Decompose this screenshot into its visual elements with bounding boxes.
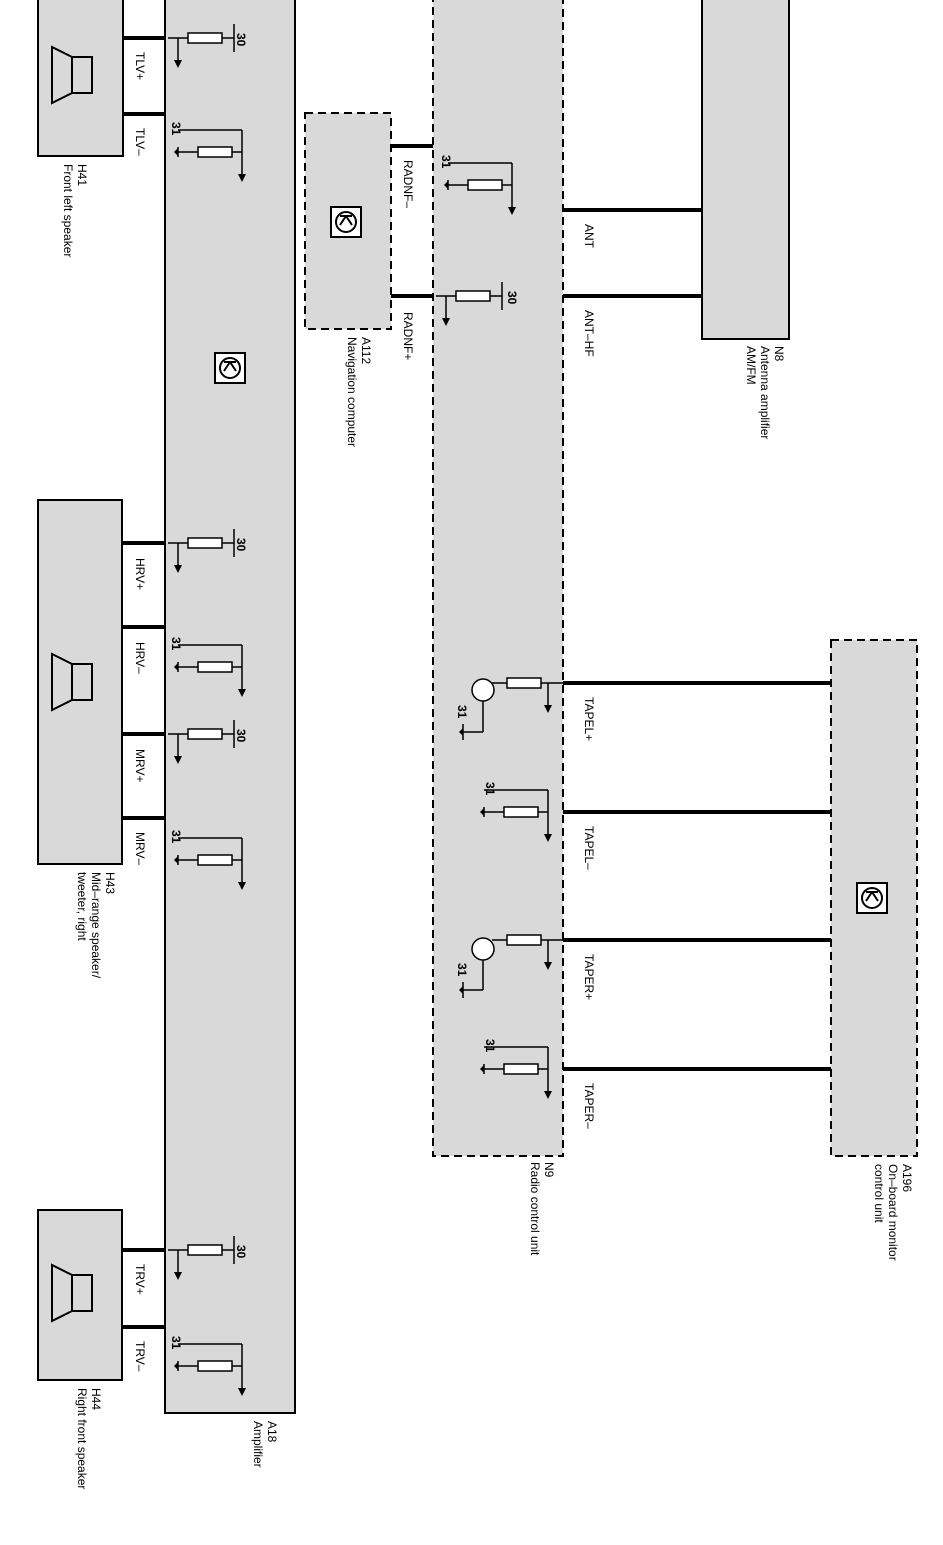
amplifier-box <box>164 0 296 1414</box>
terminal-30: 30 <box>505 291 519 305</box>
terminal-30: 30 <box>234 538 248 552</box>
tape-right-driver <box>459 934 563 998</box>
h43-name-line2: tweeter, right <box>75 872 89 941</box>
tape-left-driver <box>459 677 563 740</box>
wires <box>122 36 831 1329</box>
signal-radnf-pos: RADNF+ <box>401 312 415 360</box>
a18-name: Amplifier <box>251 1421 265 1468</box>
a112-code: A112 <box>359 337 373 364</box>
component-labels: H41 Front left speaker A112 Navigation c… <box>61 164 914 1489</box>
terminal-31: 31 <box>169 637 183 651</box>
radio-control-unit-box <box>432 0 564 1157</box>
signal-mrv-pos: MRV+ <box>133 749 147 782</box>
front-left-speaker-box <box>37 0 124 157</box>
n8-name-line2: AM/FM <box>744 346 758 385</box>
signal-ant-hf: ANT–HF <box>582 310 596 357</box>
navigation-ecu-icon <box>330 206 362 238</box>
terminal-31: 31 <box>169 122 183 136</box>
h44-name: Right front speaker <box>75 1388 89 1489</box>
n9-name: Radio control unit <box>528 1162 542 1256</box>
amplifier-ecu-icon <box>214 352 246 384</box>
h41-code: H41 <box>75 164 89 186</box>
terminal-30: 30 <box>234 729 248 743</box>
n8-code: N8 <box>772 346 786 362</box>
signal-labels: TLV+ TLV– HRV+ HRV– MRV+ MRV– TRV+ TRV– … <box>133 52 596 1372</box>
terminal-30: 30 <box>234 1245 248 1259</box>
internal-circuits <box>167 23 563 1397</box>
terminal-31: 31 <box>483 1039 497 1053</box>
n9-code: N9 <box>542 1162 556 1178</box>
a196-code: A196 <box>900 1164 914 1192</box>
a196-name-line1: On–board monitor <box>886 1164 900 1261</box>
a196-name-line2: control unit <box>872 1164 886 1223</box>
h41-name: Front left speaker <box>61 164 75 257</box>
midrange-speaker-box <box>37 499 123 865</box>
right-front-speaker-box <box>37 1209 123 1381</box>
signal-hrv-neg: HRV– <box>133 642 147 674</box>
monitor-ecu-icon <box>856 882 888 914</box>
signal-tapel-neg: TAPEL– <box>582 826 596 870</box>
signal-taper-pos: TAPER+ <box>582 954 596 1000</box>
signal-radnf-neg: RADNF– <box>401 160 415 208</box>
signal-taper-neg: TAPER– <box>582 1083 596 1129</box>
h43-name-line1: Mid–range speaker/ <box>89 872 103 979</box>
terminal-31: 31 <box>169 1336 183 1350</box>
signal-trv-pos: TRV+ <box>133 1264 147 1295</box>
signal-tlv-pos: TLV+ <box>133 52 147 80</box>
signal-tlv-neg: TLV– <box>133 128 147 156</box>
antenna-amplifier-box <box>701 0 790 340</box>
signal-trv-neg: TRV– <box>133 1341 147 1372</box>
signal-hrv-pos: HRV+ <box>133 558 147 590</box>
a18-code: A18 <box>265 1421 279 1443</box>
signal-mrv-neg: MRV– <box>133 832 147 865</box>
terminal-30: 30 <box>234 33 248 47</box>
a112-name: Navigation computer <box>345 337 359 447</box>
terminal-31: 31 <box>455 705 469 719</box>
h43-code: H43 <box>103 872 117 894</box>
h44-code: H44 <box>89 1388 103 1410</box>
terminal-31: 31 <box>483 782 497 796</box>
terminal-31: 31 <box>169 830 183 844</box>
n8-name-line1: Antenna amplifier <box>758 346 772 439</box>
signal-tapel-pos: TAPEL+ <box>582 697 596 741</box>
signal-ant: ANT <box>582 224 596 249</box>
terminal-31: 31 <box>455 963 469 977</box>
terminal-31: 31 <box>439 155 453 169</box>
terminal-labels: 30 31 30 31 30 31 30 31 31 30 31 31 31 3… <box>169 33 519 1350</box>
